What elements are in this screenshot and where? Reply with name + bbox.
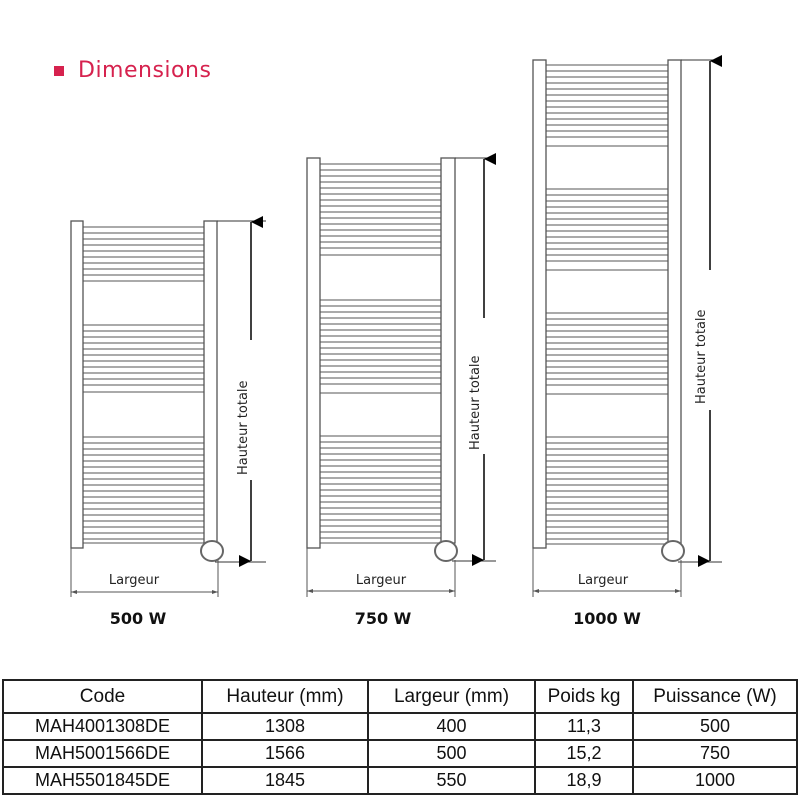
square-bullet-icon [54,65,64,76]
radiator-750w: Hauteur totale Largeur 750 W [306,153,496,628]
radiator-500w: Hauteur totale Largeur 500 W [70,216,266,628]
column-header-code: Code [2,679,203,714]
right-rail [667,59,682,545]
cell-power: 1000 [632,766,798,795]
width-label: Largeur [356,573,407,588]
valve-icon [661,540,685,562]
section-title-text: Dimensions [78,58,212,83]
table-header-row: Code Hauteur (mm) Largeur (mm) Poids kg … [2,679,798,714]
column-header-height: Hauteur (mm) [201,679,369,714]
cell-power: 500 [632,712,798,741]
cell-code: MAH5001566DE [2,739,203,768]
height-label: Hauteur totale [694,309,709,404]
cell-power: 750 [632,739,798,768]
column-header-weight: Poids kg [534,679,634,714]
table-row: MAH5001566DE 1566 500 15,2 750 [2,739,798,768]
column-header-power: Puissance (W) [632,679,798,714]
radiator-dimensions-diagram: Hauteur totale Largeur 500 W [70,55,722,628]
height-label: Hauteur totale [468,355,483,450]
cell-weight: 18,9 [534,766,634,795]
power-label-1000w: 1000 W [573,609,641,628]
towel-bars [320,163,441,544]
cell-code: MAH4001308DE [2,712,203,741]
cell-width: 400 [367,712,536,741]
table-row: MAH4001308DE 1308 400 11,3 500 [2,712,798,741]
width-label: Largeur [578,573,629,588]
cell-weight: 15,2 [534,739,634,768]
towel-bars [83,226,204,544]
cell-height: 1308 [201,712,369,741]
cell-height: 1845 [201,766,369,795]
cell-code: MAH5501845DE [2,766,203,795]
cell-weight: 11,3 [534,712,634,741]
column-header-width: Largeur (mm) [367,679,536,714]
height-label: Hauteur totale [236,380,251,475]
section-title: Dimensions [54,58,211,83]
valve-icon [434,540,458,562]
right-rail [203,220,218,544]
left-rail [306,157,321,549]
valve-icon [200,540,224,562]
right-rail [440,157,456,544]
specifications-table: Code Hauteur (mm) Largeur (mm) Poids kg … [2,679,798,795]
radiator-1000w: Hauteur totale Largeur 1000 W [532,55,722,628]
cell-height: 1566 [201,739,369,768]
power-label-500w: 500 W [110,609,167,628]
towel-bars [546,64,668,545]
cell-width: 550 [367,766,536,795]
width-label: Largeur [109,573,160,588]
power-label-750w: 750 W [355,609,412,628]
table-row: MAH5501845DE 1845 550 18,9 1000 [2,766,798,795]
left-rail [532,59,547,549]
left-rail [70,220,84,549]
cell-width: 500 [367,739,536,768]
